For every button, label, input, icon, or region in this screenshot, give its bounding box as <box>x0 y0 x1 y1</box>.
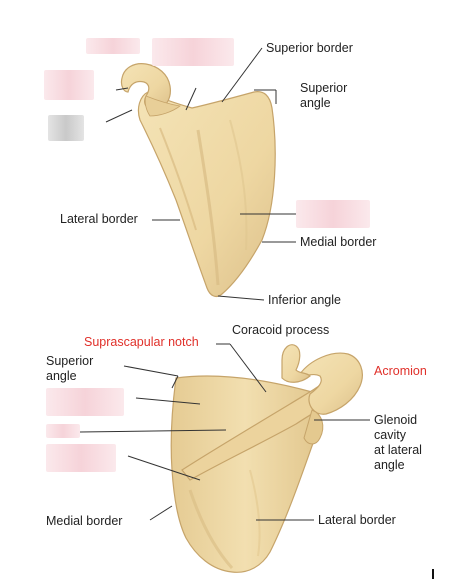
label-glenoid-line1: Glenoid <box>374 413 418 427</box>
label-superior-angle-top-line2: angle <box>300 96 331 110</box>
answer-box-7 <box>46 424 80 438</box>
answer-box-8 <box>46 444 116 472</box>
label-suprascapular-notch: Suprascapular notch <box>84 335 199 349</box>
label-superior-border-top: Superior border <box>266 41 353 55</box>
label-glenoid-line3: at lateral <box>374 443 422 457</box>
label-glenoid-cavity: Glenoid cavity at lateral angle <box>374 413 422 473</box>
leader-lines-top <box>105 47 296 301</box>
glenoid-region <box>303 409 324 445</box>
answer-box-3 <box>44 70 94 100</box>
label-superior-angle-top: Superior angle <box>300 81 347 111</box>
scapula-posterior-view <box>79 343 370 573</box>
scapula-neck-top <box>144 95 181 117</box>
label-lateral-border-bottom: Lateral border <box>318 513 396 527</box>
text-cursor-icon <box>432 569 434 579</box>
label-superior-angle-bottom: Superior angle <box>46 354 93 384</box>
answer-box-4 <box>48 115 84 141</box>
label-medial-border-bottom: Medial border <box>46 514 123 528</box>
label-superior-angle-bottom-line1: Superior <box>46 354 94 368</box>
label-acromion: Acromion <box>374 364 427 378</box>
label-lateral-border-top: Lateral border <box>60 212 138 226</box>
label-inferior-angle: Inferior angle <box>268 293 341 307</box>
answer-box-2 <box>152 38 234 66</box>
coracoid-process-bottom <box>281 344 311 383</box>
leader-lines-bottom <box>79 343 370 521</box>
label-coracoid-process: Coracoid process <box>232 323 330 337</box>
answer-box-6 <box>46 388 124 416</box>
label-superior-angle-top-line1: Superior <box>300 81 348 95</box>
label-glenoid-line4: angle <box>374 458 405 472</box>
label-glenoid-line2: cavity <box>374 428 406 442</box>
scapula-anterior-view <box>105 47 296 301</box>
label-superior-angle-bottom-line2: angle <box>46 369 77 383</box>
label-medial-border-top: Medial border <box>300 235 377 249</box>
acromion-process <box>299 352 363 415</box>
answer-box-5 <box>296 200 370 228</box>
answer-box-1 <box>86 38 140 54</box>
